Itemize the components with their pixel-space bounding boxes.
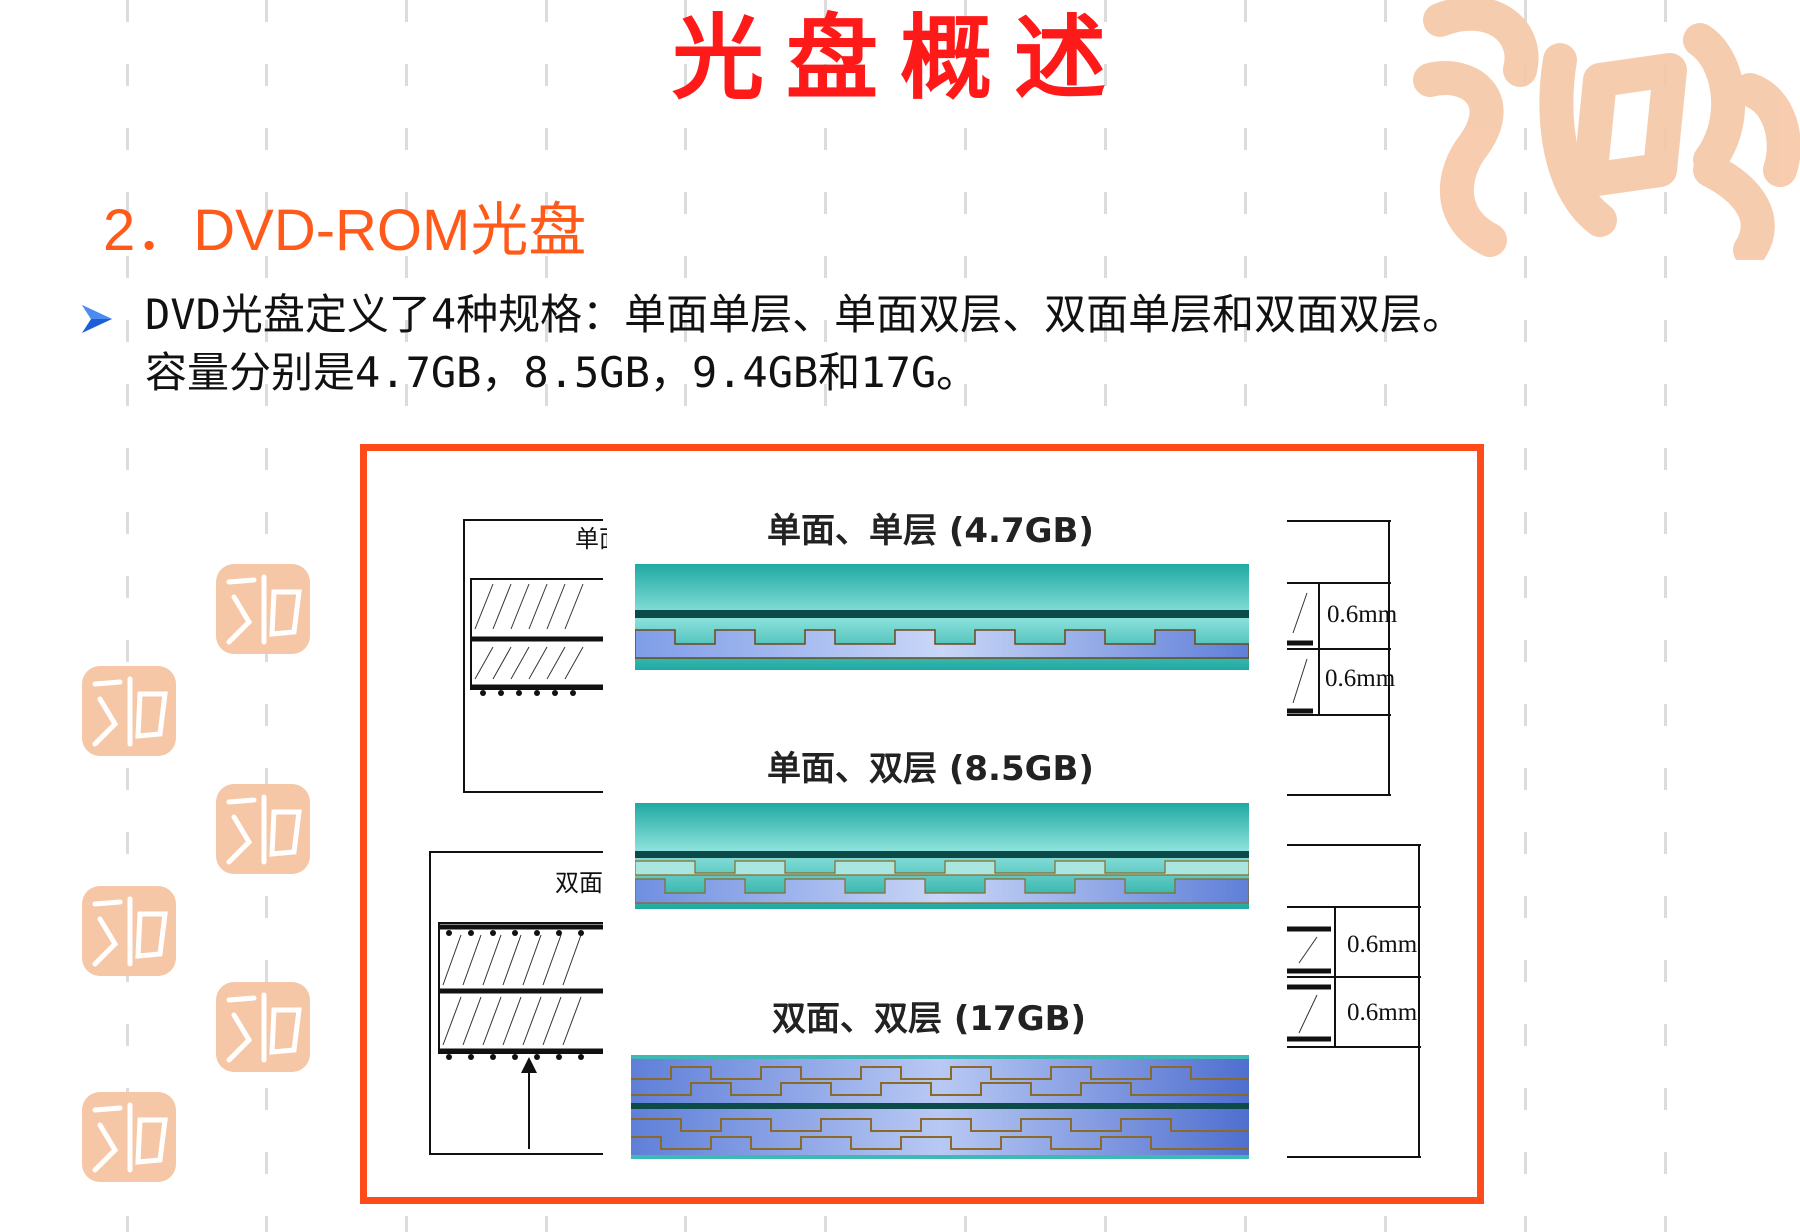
cross-section-double-side-double-layer [631, 1055, 1249, 1159]
panel-label-single-double: 单面、双层 (8.5GB) [767, 749, 1094, 789]
dimension-label: 0.6mm [1327, 601, 1398, 628]
page-title: 光盘概述 [671, 5, 1128, 112]
large-seal-decoration [1413, 0, 1800, 260]
bullet-line-2: 容量分别是4.7GB，8.5GB，9.4GB和17G。 [145, 348, 979, 397]
seal-decoration [216, 784, 310, 874]
bullet-line-1: DVD光盘定义了4种规格：单面单层、单面双层、双面单层和双面双层。 [145, 290, 1465, 339]
seal-decoration [216, 564, 310, 654]
bullet-text: DVD光盘定义了4种规格：单面单层、单面双层、双面单层和双面双层。 容量分别是4… [145, 286, 1705, 402]
seal-decoration [82, 886, 176, 976]
grid-line [1524, 0, 1527, 1232]
cross-section-single-layer [635, 564, 1249, 670]
seal-decoration [82, 1092, 176, 1182]
right-bottom-diagram [1287, 844, 1421, 1158]
grid-line [1664, 0, 1667, 1232]
dimension-label: 0.6mm [1347, 931, 1418, 958]
arrow-bullet-icon [82, 305, 112, 333]
left-bottom-diagram [429, 851, 603, 1155]
left-top-diagram [463, 519, 603, 793]
seal-decoration [216, 982, 310, 1072]
right-top-diagram [1287, 520, 1391, 796]
grid-line [126, 0, 129, 1232]
dimension-label: 0.6mm [1325, 665, 1396, 692]
seal-decoration [82, 666, 176, 756]
dimension-label: 0.6mm [1347, 999, 1418, 1026]
panel-label-single-single: 单面、单层 (4.7GB) [767, 511, 1094, 551]
panel-label-double-double: 双面、双层 (17GB) [772, 999, 1087, 1039]
figure-frame: 单面 双面 [360, 444, 1484, 1204]
cross-section-double-layer [635, 803, 1249, 909]
left-bottom-label: 双面 [555, 869, 603, 897]
section-heading: 2．DVD-ROM光盘 [103, 198, 587, 263]
